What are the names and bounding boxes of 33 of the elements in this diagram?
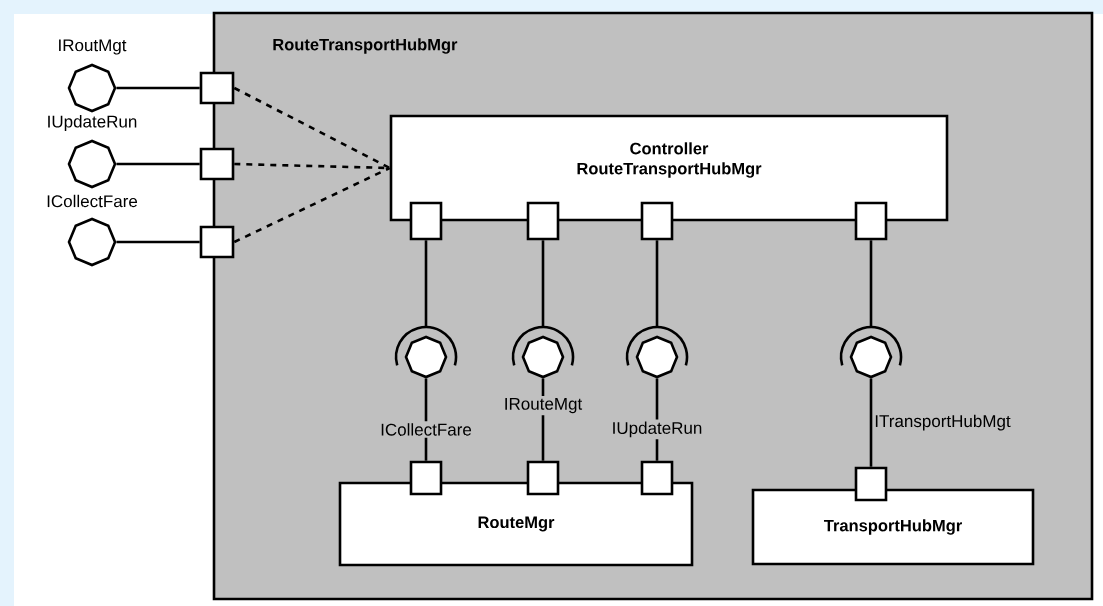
port-square — [640, 460, 674, 496]
socket-symbol — [839, 325, 903, 379]
socket-symbol — [625, 325, 689, 379]
connector-line — [869, 240, 873, 327]
connector-line — [116, 240, 200, 244]
interface-label: ICollectFare — [47, 194, 138, 208]
port-square — [199, 147, 235, 181]
connector-line — [869, 378, 873, 467]
edge-label: ITransportHubMgt — [875, 414, 1011, 431]
port-square — [409, 201, 443, 241]
connector-line — [116, 86, 200, 90]
component-box: Controller RouteTransportHubMgr — [389, 114, 949, 222]
component-box: RouteMgr — [338, 481, 694, 567]
connector-line — [541, 240, 545, 327]
port-square — [854, 466, 888, 502]
port-square — [854, 201, 888, 241]
interface-label: IUpdateRun — [48, 115, 137, 131]
connector-line — [116, 162, 200, 166]
socket-symbol — [511, 325, 575, 379]
socket-symbol — [394, 325, 458, 379]
port-square — [526, 201, 560, 241]
connector-line — [424, 240, 428, 327]
connector-line — [655, 240, 659, 327]
interface-label: IRoutMgt — [59, 39, 127, 55]
connector-line — [233, 86, 391, 170]
connector-line — [233, 166, 391, 244]
component-box: TransportHubMgr — [751, 488, 1035, 566]
port-square — [526, 460, 560, 496]
port-square — [199, 71, 235, 105]
port-square — [199, 225, 235, 259]
edge-label: ICollectFare — [378, 421, 474, 438]
port-square — [640, 201, 674, 241]
port-square — [409, 460, 443, 496]
